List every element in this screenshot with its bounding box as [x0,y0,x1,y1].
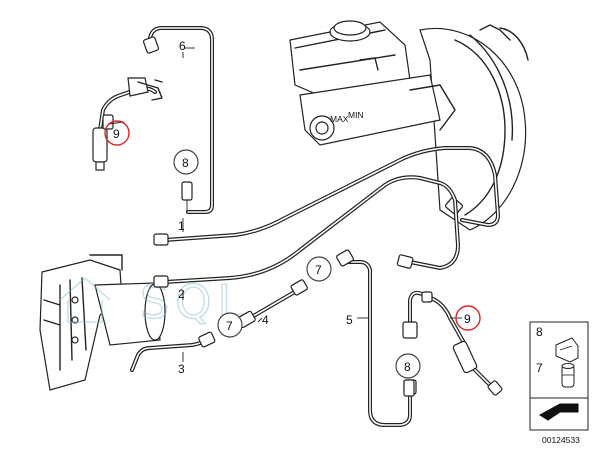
callout-8-upper: 8 [173,149,199,175]
brake-pipe-1 [153,146,500,246]
brake-hose-upper [92,77,163,171]
diagram-id: 00124533 [542,435,580,445]
brake-pipe-3 [130,331,216,372]
svg-text:9: 9 [113,127,120,141]
callout-2: 2 [178,287,185,301]
brake-pipe-2 [153,175,460,288]
brake-booster [419,24,529,231]
master-cylinder: MAX MIN [289,20,456,146]
svg-text:7: 7 [315,263,322,277]
bracket-clip-icon [555,337,579,363]
callout-9-right-highlight: 9 [455,305,481,331]
callout-3: 3 [178,362,185,376]
callout-7-lower: 7 [217,312,243,338]
legend-item-7: 7 [536,361,543,375]
abs-hydraulic-unit [39,254,166,391]
reservoir-mark-max: MAX [330,114,349,124]
brake-pipe-4 [236,279,308,329]
callout-1: 1 [178,219,185,233]
callout-leaders [107,52,462,362]
fitting-bolt-8-upper [181,181,193,212]
brake-pipe-6 [142,26,214,214]
callout-7-upper: 7 [306,256,332,282]
callout-5: 5 [346,313,353,327]
legend-item-8: 8 [536,325,543,339]
fitting-bolt-8-lower [403,379,415,397]
svg-text:8: 8 [182,156,189,170]
grommet-icon [561,363,575,388]
brake-hose-right [402,290,503,396]
callout-9-upper-highlight: 9 [104,120,130,146]
reservoir-mark-min: MIN [348,110,364,120]
parts-legend: 8 7 [529,321,589,431]
arrow-icon [539,403,579,421]
callout-4: 4 [262,313,269,327]
callout-6: 6 [179,39,186,53]
svg-text:8: 8 [404,360,411,374]
callout-8-lower: 8 [395,353,421,379]
svg-text:7: 7 [226,319,233,333]
svg-text:9: 9 [464,312,471,326]
